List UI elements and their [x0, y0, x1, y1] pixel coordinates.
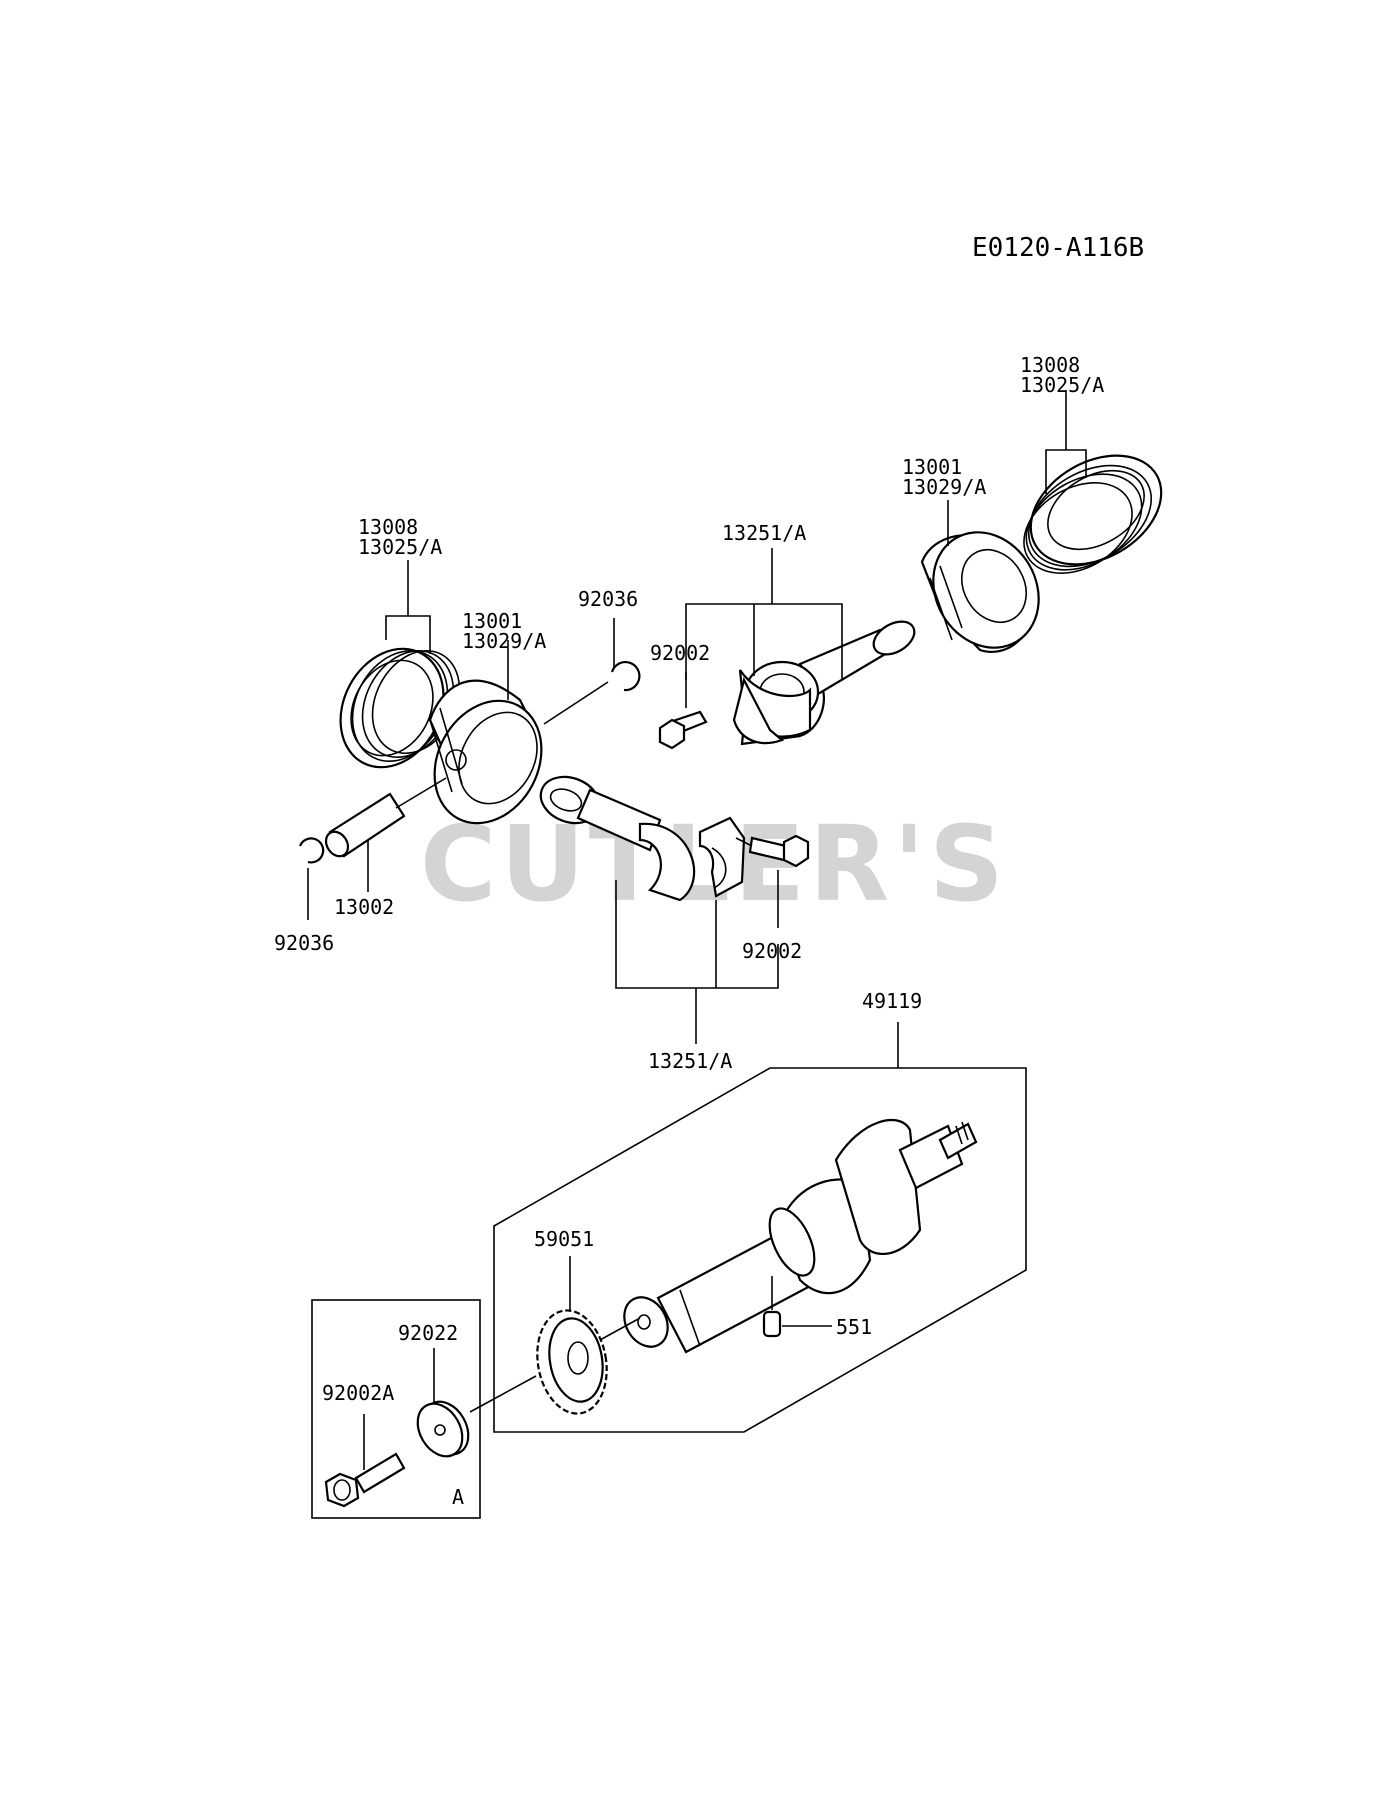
- bolt-lower[interactable]: [748, 834, 810, 868]
- woodruff-key[interactable]: [762, 1310, 782, 1338]
- bolt-a[interactable]: [324, 1452, 406, 1508]
- connecting-rod-lower[interactable]: [534, 769, 696, 902]
- piston-rings-right[interactable]: [1008, 433, 1181, 591]
- diagram-code: E0120-A116B: [972, 233, 1144, 263]
- crankshaft-group-outline: [493, 1067, 1027, 1433]
- label-rings-left-b: 13025/A: [358, 535, 442, 559]
- label-pin: 13002: [334, 895, 394, 919]
- rod-cap-lower[interactable]: [698, 816, 746, 898]
- label-box-a: A: [452, 1485, 464, 1509]
- label-clip-upper: 92036: [578, 587, 638, 611]
- label-conrod-upper: 13251/A: [722, 521, 806, 545]
- label-key: 551: [836, 1315, 872, 1339]
- bolt-upper[interactable]: [658, 710, 708, 750]
- circlip-lower[interactable]: [298, 837, 325, 864]
- label-rings-right-a: 13008: [1020, 353, 1080, 377]
- detail-box-a: [311, 1299, 481, 1519]
- piston-left[interactable]: [414, 679, 562, 842]
- circlip-upper[interactable]: [610, 660, 641, 692]
- label-piston-right-a: 13001: [902, 455, 962, 479]
- label-piston-right-b: 13029/A: [902, 475, 986, 499]
- crankshaft[interactable]: [616, 1118, 978, 1355]
- piston-pin[interactable]: [322, 792, 406, 860]
- watermark-text: CUTLER'S: [420, 803, 1008, 925]
- label-crankshaft: 49119: [862, 989, 922, 1013]
- label-bolt-a: 92002A: [322, 1381, 394, 1405]
- label-gear: 59051: [534, 1227, 594, 1251]
- label-conrod-lower: 13251/A: [648, 1049, 732, 1073]
- label-washer: 92022: [398, 1321, 458, 1345]
- washer[interactable]: [409, 1394, 478, 1464]
- label-bolt-upper: 92002: [650, 641, 710, 665]
- label-rings-right-b: 13025/A: [1020, 373, 1104, 397]
- piston-right[interactable]: [913, 513, 1060, 667]
- label-rings-left-a: 13008: [358, 515, 418, 539]
- label-piston-left-b: 13029/A: [462, 629, 546, 653]
- label-clip-lower: 92036: [274, 931, 334, 955]
- label-bolt-lower: 92002: [742, 939, 802, 963]
- crankshaft-gear[interactable]: [529, 1305, 614, 1419]
- label-piston-left-a: 13001: [462, 609, 522, 633]
- connecting-rod-upper[interactable]: [732, 615, 920, 746]
